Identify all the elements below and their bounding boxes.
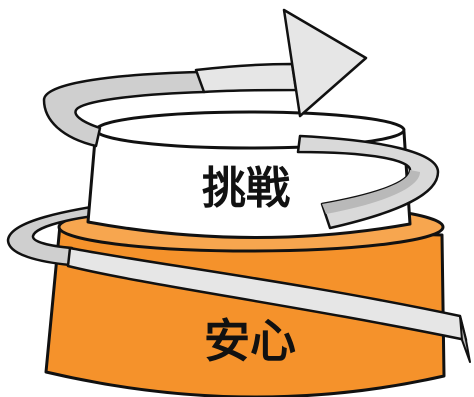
lower-ribbon: [6, 198, 471, 363]
bottom-tier-label: 安心: [204, 314, 296, 368]
upper-ribbon-shade: [322, 170, 420, 214]
arrow-head-icon: [282, 8, 368, 118]
upper-ribbon-arrow: [42, 8, 440, 230]
top-tier-label: 挑戦: [202, 163, 290, 214]
upper-ribbon-left-loop: [42, 70, 206, 148]
lower-ribbon-right-tail: [459, 315, 471, 363]
upper-ribbon-back-band: [194, 62, 298, 94]
